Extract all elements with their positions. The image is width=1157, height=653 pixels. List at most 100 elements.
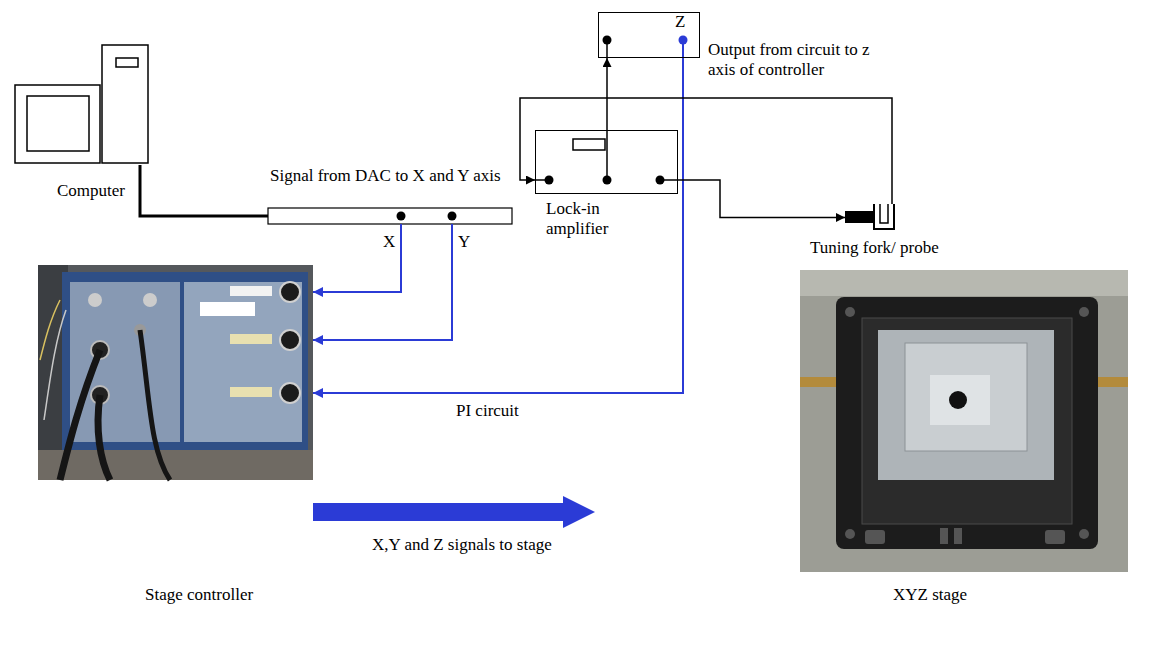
text-holder: PI circuit: [456, 401, 519, 421]
xyz-stage-photo: [800, 270, 1128, 296]
pi-circuit-box: Z: [598, 12, 700, 58]
x-signal-wire: [313, 224, 401, 292]
xyz-stage: XYZ stage: [595, 270, 1128, 572]
probe-return-wire: [520, 98, 892, 204]
circuit-terminals: [603, 36, 612, 45]
lockin-output-wire: [606, 58, 608, 130]
computer-cable: [140, 165, 268, 216]
xyz-stage-photo: [930, 375, 990, 425]
computer-illustration: [27, 96, 89, 151]
stage-controller-photo: [38, 450, 313, 480]
edge-label: X,Y and Z signals to stage: [372, 535, 552, 555]
tuning-fork-symbol: [845, 211, 874, 223]
text-holder: Computer: [57, 181, 125, 201]
stage-controller-photo: [280, 282, 300, 302]
xyz-stage-photo: [905, 343, 1027, 451]
stage-controller: Stage controller: [38, 265, 313, 480]
stage-controller-photo: [230, 286, 272, 296]
xyz-stage-photo: [800, 270, 1128, 572]
device-label: Lock-in amplifier: [546, 199, 626, 238]
text-holder: X: [383, 232, 395, 252]
xyz-stage-photo: [878, 330, 1054, 480]
lockin-panel: [573, 139, 605, 150]
signal-note: Signal from DAC to X and Y axis: [270, 166, 501, 186]
tuning-fork-symbol: [880, 204, 888, 223]
lockin-panel: [606, 130, 608, 180]
stage-controller-photo: [280, 383, 300, 403]
stage-controller-photo: [230, 387, 272, 397]
xyz-stage-photo: [949, 391, 967, 409]
text-holder: Z: [675, 12, 685, 32]
stage-controller-photo: [143, 293, 157, 307]
text-holder: Lock-in amplifier: [546, 199, 626, 238]
device-label: Tuning fork/ probe: [810, 238, 939, 258]
computer-illustration: [102, 45, 148, 163]
stage-drive-arrow: [313, 503, 563, 521]
text-holder: Signal from DAC to X and Y axis: [270, 166, 501, 186]
drive-signal-wire: [678, 180, 845, 218]
lockin-panel: [535, 130, 678, 185]
tuning-fork-symbol: [874, 204, 894, 229]
stage-controller-photo: [38, 265, 313, 480]
stage-controller-photo: [140, 330, 170, 480]
stage-controller-photo: [60, 350, 100, 480]
xyz-stage-photo: [845, 307, 855, 317]
stage-controller-photo: [280, 330, 300, 350]
computer-icon: Computer: [15, 45, 148, 165]
stage-controller-photo: [200, 302, 255, 316]
text-holder: XYZ stage: [893, 585, 967, 605]
lockin-panel: [603, 176, 612, 185]
lockin-panel: [545, 176, 554, 185]
dac-board: [268, 208, 512, 224]
xyz-stage-photo: [800, 377, 836, 387]
stage-controller-photo: [230, 334, 272, 344]
dac-board: [397, 212, 406, 221]
axis-name: X: [383, 232, 395, 252]
lockin-amplifier: Lock-in amplifier: [535, 130, 678, 194]
stage-controller-photo: [88, 293, 102, 307]
device-label: Stage controller: [145, 585, 253, 605]
stage-controller-photo: [70, 282, 180, 442]
lockin-panel: [656, 176, 665, 185]
xyz-stage-photo: [865, 530, 885, 544]
stage-controller-photo: [38, 265, 313, 480]
xyz-stage-photo: [836, 297, 1098, 549]
tuning-fork-symbol: [845, 204, 894, 229]
stage-controller-photo: [40, 300, 60, 360]
xyz-stage-photo: [1098, 377, 1128, 387]
circuit-name: PI circuit: [456, 401, 519, 421]
computer-illustration: [15, 45, 148, 163]
stage-controller-photo: [184, 282, 302, 442]
stage-controller-photo: [98, 395, 110, 480]
xyz-stage-photo: [862, 318, 1072, 524]
device-label: Computer: [57, 181, 125, 201]
dac-board: [268, 208, 512, 224]
stage-controller-photo: [44, 310, 66, 420]
xyz-stage-photo: [845, 529, 855, 539]
device-label: XYZ stage: [893, 585, 967, 605]
axis-name: Y: [458, 232, 470, 252]
xyz-stage-photo: [954, 528, 962, 544]
computer-illustration: [15, 85, 100, 163]
dac-board: XY: [268, 208, 512, 224]
output-note: Output from circuit to z axis of control…: [708, 40, 886, 79]
tuning-fork-probe: Tuning fork/ probe: [845, 204, 895, 231]
computer-illustration: [116, 58, 138, 67]
xyz-stage-photo: [1045, 530, 1065, 544]
circuit-terminals: [679, 36, 688, 45]
xyz-stage-photo: [940, 528, 948, 544]
dac-board: [448, 212, 457, 221]
axis-name: Z: [675, 12, 685, 32]
xyz-stage-photo: [1079, 307, 1089, 317]
xyz-stage-photo: [1079, 529, 1089, 539]
text-holder: Stage controller: [145, 585, 253, 605]
xyz-stage-photo: [800, 270, 1128, 572]
text-holder: Y: [458, 232, 470, 252]
text-holder: X,Y and Z signals to stage: [372, 535, 552, 555]
y-signal-wire: [313, 224, 452, 340]
circuit-terminals: [603, 36, 688, 59]
